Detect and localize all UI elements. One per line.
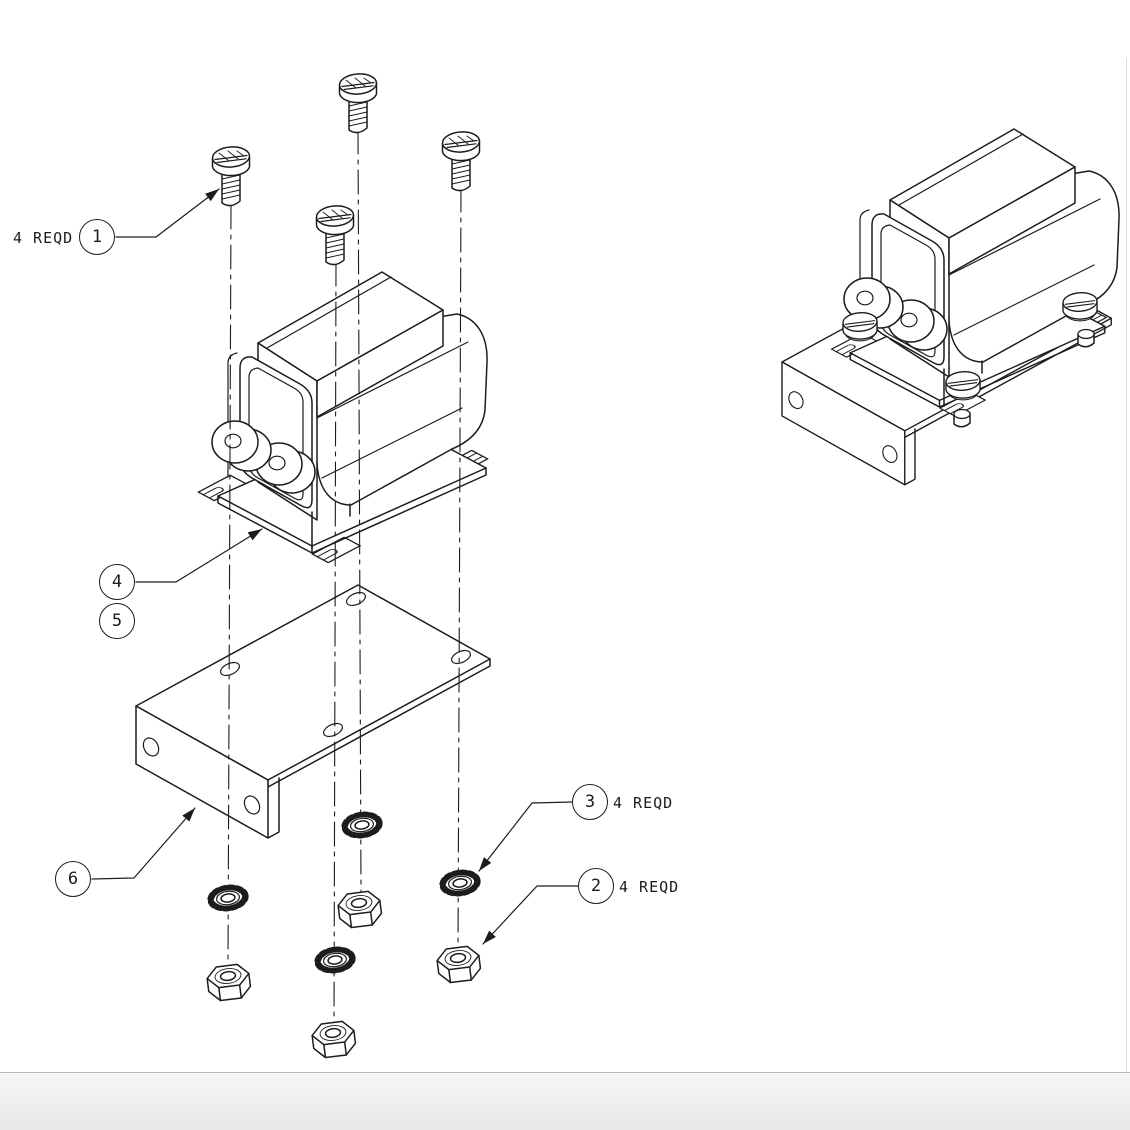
callout-balloon-6: 6 [55, 861, 91, 897]
leader-balloon-3 [478, 801, 573, 872]
qty-note-item-3: 4 REQD [613, 794, 674, 812]
leader-lines [91, 188, 579, 945]
centerlines [227, 129, 462, 1023]
leader-balloon-2 [482, 885, 579, 945]
leader-balloon-6 [91, 807, 196, 880]
page-right-edge-line [1126, 58, 1127, 1072]
hex-nut-4 [435, 944, 483, 985]
callout-balloon-1: 1 [79, 219, 115, 255]
qty-note-item-1: 4 REQD [13, 229, 74, 247]
balloon-number: 4 [111, 572, 123, 592]
balloon-number: 5 [111, 611, 123, 631]
callout-balloon-4: 4 [99, 564, 135, 600]
lock-washer-4 [438, 868, 483, 898]
hex-nut-2 [336, 889, 384, 930]
lock-washer-3 [313, 945, 358, 975]
leader-balloon-4 [135, 528, 263, 583]
callout-balloon-5: 5 [99, 603, 135, 639]
hex-nut-3 [310, 1019, 358, 1060]
lock-washer-2 [340, 810, 385, 840]
hex-nut-1 [205, 962, 253, 1003]
balloon-number: 6 [67, 869, 79, 889]
assembled-screw-3 [1061, 290, 1099, 322]
qty-note-item-2: 4 REQD [619, 878, 680, 896]
screw-2 [338, 71, 378, 134]
screw-3 [441, 129, 481, 192]
balloon-number: 1 [91, 227, 103, 247]
assembled-screw-1 [841, 310, 879, 342]
balloon-number: 3 [584, 792, 596, 812]
screw-4 [315, 203, 355, 266]
screw-1 [211, 144, 251, 207]
lock-washer-1 [206, 883, 251, 913]
assembled-view [781, 128, 1120, 486]
assembled-feet [953, 328, 1095, 428]
angle-bracket [135, 584, 491, 839]
callout-balloon-2: 2 [578, 868, 614, 904]
callout-balloon-3: 3 [572, 784, 608, 820]
balloon-number: 2 [590, 876, 602, 896]
exploded-view [135, 71, 491, 1060]
assembled-screw-2 [944, 369, 982, 401]
page-bottom-band [0, 1072, 1130, 1130]
leader-balloon-1 [115, 188, 220, 238]
